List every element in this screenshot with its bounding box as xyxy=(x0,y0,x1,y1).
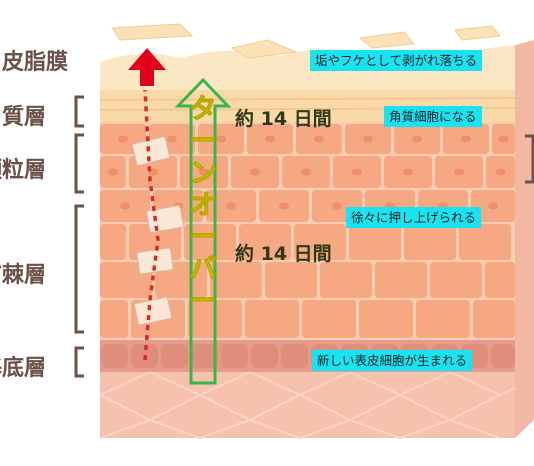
sebum-flakes xyxy=(111,23,501,59)
epidermis-cell xyxy=(320,262,372,298)
epidermis-cell xyxy=(265,262,317,298)
epidermis-cell xyxy=(302,300,356,338)
epidermis-cell xyxy=(416,300,470,338)
epidermis-cell xyxy=(210,262,262,298)
epidermis-cell xyxy=(430,262,482,298)
layer-label-sebum: 皮脂膜 xyxy=(2,50,69,75)
epidermis-cell xyxy=(349,224,401,260)
cell-nucleus xyxy=(332,202,342,210)
layer-label-spinous: 有棘層 xyxy=(0,263,47,288)
cell-nucleus xyxy=(226,202,236,210)
epidermis-cell xyxy=(239,224,291,260)
cell-nucleus xyxy=(495,168,506,176)
tag-born: 新しい表皮細胞が生まれる xyxy=(312,350,473,371)
cell-nucleus xyxy=(454,168,464,176)
cell-nucleus xyxy=(216,135,226,143)
cell-nucleus xyxy=(314,135,324,143)
cell-nucleus xyxy=(265,135,275,143)
days-upper: 約 14 日間 xyxy=(235,108,332,130)
dermis-layer xyxy=(100,372,515,438)
epidermis-cell xyxy=(245,300,299,338)
layer-label-corneum: 角質層 xyxy=(0,105,47,130)
epidermis-cell xyxy=(294,224,346,260)
cell-nucleus xyxy=(199,168,209,176)
cell-nucleus xyxy=(403,168,413,176)
cell-nucleus xyxy=(118,135,128,143)
basal-cell xyxy=(281,344,308,368)
cell-nucleus xyxy=(108,168,118,176)
epidermis-cell xyxy=(359,300,413,338)
tag-shed: 垢やフケとして剥がれ落ちる xyxy=(310,50,483,71)
epidermis-cell xyxy=(404,224,456,260)
layer-label-granular: 顆粒層 xyxy=(0,158,47,183)
basal-cell xyxy=(251,344,278,368)
cell-nucleus xyxy=(488,202,498,210)
basal-cell xyxy=(191,344,218,368)
cell-nucleus xyxy=(250,168,260,176)
epidermis-cell xyxy=(155,262,207,298)
cell-nucleus xyxy=(279,202,289,210)
tag-pushed: 徐々に押し上げられる xyxy=(346,207,482,228)
epidermis-cell xyxy=(100,224,126,260)
layer-brackets xyxy=(74,95,534,378)
migrating-cells xyxy=(131,136,184,326)
epidermis-cell xyxy=(184,224,236,260)
epidermis-cell xyxy=(485,262,515,298)
epidermis-cell xyxy=(100,300,128,338)
layer-label-basal: 基底層 xyxy=(0,356,47,381)
turnover-text: ターンオーバー xyxy=(189,94,217,318)
tag-corneocyte: 角質細胞になる xyxy=(384,106,482,127)
cell-nucleus xyxy=(412,135,422,143)
block-side-face xyxy=(515,40,534,438)
basal-cell xyxy=(221,344,248,368)
basal-cell xyxy=(161,344,188,368)
cell-nucleus xyxy=(498,135,509,143)
cell-nucleus xyxy=(352,168,362,176)
cell-nucleus xyxy=(461,135,471,143)
cell-nucleus xyxy=(363,135,373,143)
basal-cell xyxy=(491,344,515,368)
cell-nucleus xyxy=(120,202,130,210)
cell-nucleus xyxy=(167,135,177,143)
migration-path xyxy=(143,89,160,361)
days-lower: 約 14 日間 xyxy=(235,243,332,265)
red-up-arrow xyxy=(128,48,166,86)
turnover-arrow-outline xyxy=(174,77,232,385)
epidermis-cell xyxy=(473,300,515,338)
epidermis-cell xyxy=(375,262,427,298)
dermis-crosshatch xyxy=(99,370,516,440)
basal-cell xyxy=(101,344,128,368)
cell-nucleus xyxy=(301,168,311,176)
epidermis-cell xyxy=(459,224,511,260)
